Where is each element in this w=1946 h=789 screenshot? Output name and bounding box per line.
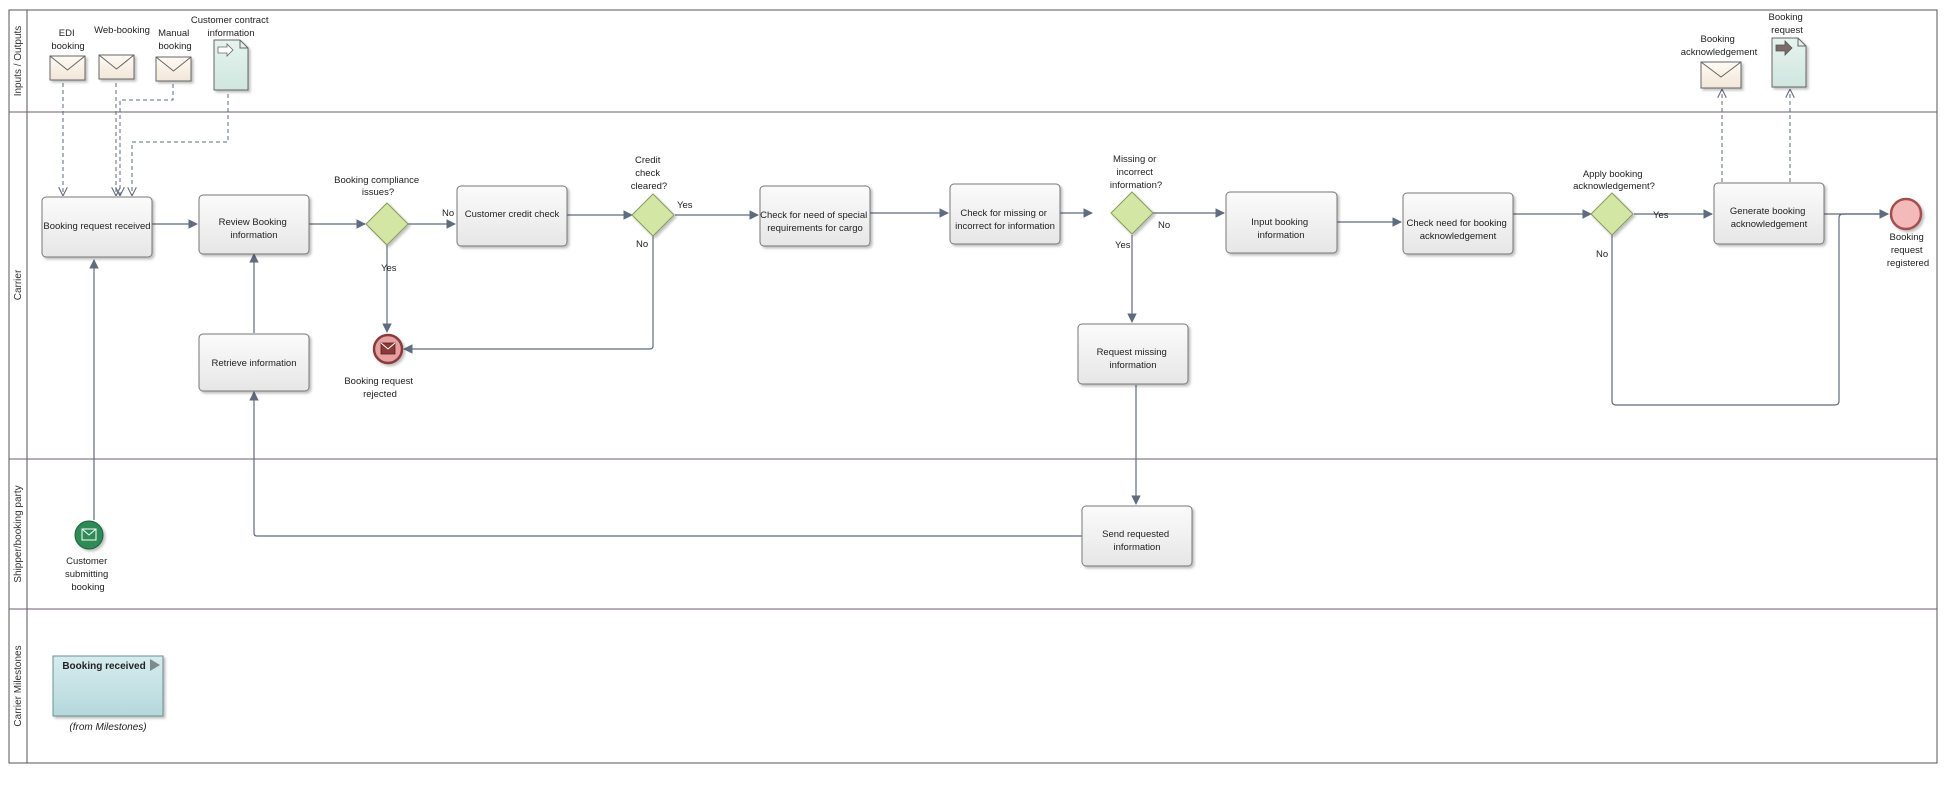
- svg-text:Customer credit check: Customer credit check: [465, 209, 560, 220]
- svg-text:Review Booking informati: Review Booking information: [219, 217, 290, 241]
- edi-booking-label: EDI booking: [51, 28, 84, 52]
- task-retrieve-information[interactable]: Retrieve information: [198, 333, 310, 392]
- milestone-booking-received[interactable]: Booking received: [52, 655, 164, 717]
- booking-request-document-icon: [1771, 37, 1807, 88]
- svg-text:Booking request received: Booking request received: [43, 221, 150, 232]
- lane-label-shipper: Shipper/booking party: [13, 485, 24, 582]
- svg-text:Check for missing or inc: Check for missing or incorrect for infor…: [955, 208, 1055, 232]
- gateway-credit-check-cleared[interactable]: [631, 193, 675, 237]
- gateway-missing-information-label: Missing or incorrect information?: [1110, 154, 1162, 191]
- customer-contract-label: Customer contract information: [191, 15, 271, 39]
- flow-label-credit-yes: Yes: [677, 200, 693, 211]
- gateway-apply-acknowledgement[interactable]: [1590, 192, 1634, 236]
- task-input-booking-information[interactable]: Input booking information: [1225, 191, 1338, 254]
- svg-text:Request missing informat: Request missing information: [1097, 347, 1170, 371]
- lane-label-inputs: Inputs / Outputs: [13, 26, 24, 97]
- milestone-source-label: (from Milestones): [69, 722, 146, 733]
- start-event-customer-submitting[interactable]: [74, 520, 104, 550]
- task-booking-request-received[interactable]: Booking request received: [41, 196, 153, 258]
- flow-label-apply-yes: Yes: [1653, 210, 1669, 221]
- web-booking-envelope-icon: [98, 54, 135, 80]
- message-icon: [81, 528, 97, 541]
- svg-text:Booking received: Booking received: [62, 661, 145, 672]
- end-event-registered-label: Booking request registered: [1887, 232, 1929, 269]
- manual-booking-label: Manual booking: [158, 28, 192, 52]
- sequence-flows: [89, 208, 1889, 537]
- gateway-booking-compliance[interactable]: [365, 202, 409, 246]
- flow-label-credit-no: No: [636, 239, 648, 250]
- task-check-need-for-acknowledgement[interactable]: Check need for booking acknowledgement: [1402, 192, 1514, 255]
- pool: [8, 9, 1938, 764]
- milestone-flag-icon: [150, 659, 160, 671]
- flow-label-missing-yes: Yes: [1115, 240, 1131, 251]
- task-send-requested-information[interactable]: Send requested information: [1081, 505, 1193, 567]
- task-check-missing-information[interactable]: Check for missing or incorrect for infor…: [949, 183, 1061, 245]
- flow-label-missing-no: No: [1158, 220, 1170, 231]
- start-event-label: Customer submitting booking: [65, 556, 111, 593]
- task-request-missing-information[interactable]: Request missing information: [1077, 323, 1189, 385]
- svg-text:Input booking informatio: Input booking information: [1251, 217, 1311, 241]
- booking-acknowledgement-label: Booking acknowledgement: [1681, 34, 1758, 58]
- end-event-booking-rejected[interactable]: [372, 333, 404, 365]
- manual-booking-envelope-icon: [155, 56, 192, 82]
- booking-request-label: Booking request: [1769, 12, 1806, 36]
- gateway-missing-information[interactable]: [1110, 191, 1154, 235]
- flow-label-apply-no: No: [1596, 249, 1608, 260]
- booking-acknowledgement-envelope-icon: [1700, 61, 1742, 89]
- customer-contract-document-icon: [213, 39, 249, 91]
- end-event-rejected-label: Booking request rejected: [344, 376, 415, 400]
- lane-label-carrier: Carrier: [13, 269, 24, 300]
- flow-label-compliance-no: No: [442, 208, 454, 219]
- task-check-special-requirements[interactable]: Check for need of special requirements f…: [759, 185, 871, 247]
- task-review-booking-information[interactable]: Review Booking information: [198, 194, 310, 255]
- gateway-credit-check-cleared-label: Credit check cleared?: [631, 155, 667, 192]
- data-associations: [63, 83, 1790, 195]
- svg-text:Check need for booking a: Check need for booking acknowledgement: [1407, 218, 1510, 242]
- lane-label-milestones: Carrier Milestones: [13, 645, 24, 726]
- svg-text:Check for need of special: Check for need of special requirements f…: [760, 210, 870, 234]
- svg-text:Retrieve information: Retrieve information: [211, 358, 296, 369]
- edi-booking-envelope-icon: [49, 55, 86, 81]
- message-icon: [380, 342, 396, 355]
- end-event-booking-registered[interactable]: [1889, 197, 1923, 231]
- web-booking-label: Web-booking: [94, 25, 150, 36]
- task-customer-credit-check[interactable]: Customer credit check: [456, 185, 568, 247]
- svg-text:Send requested informati: Send requested information: [1102, 529, 1172, 553]
- flow-label-compliance-yes: Yes: [381, 263, 397, 274]
- task-generate-acknowledgement[interactable]: Generate booking acknowledgement: [1713, 182, 1825, 245]
- gateway-booking-compliance-label: Booking compliance issues?: [334, 175, 422, 198]
- svg-text:Generate booking acknowl: Generate booking acknowledgement: [1730, 206, 1808, 230]
- gateway-apply-acknowledgement-label: Apply booking acknowledgement?: [1573, 169, 1655, 192]
